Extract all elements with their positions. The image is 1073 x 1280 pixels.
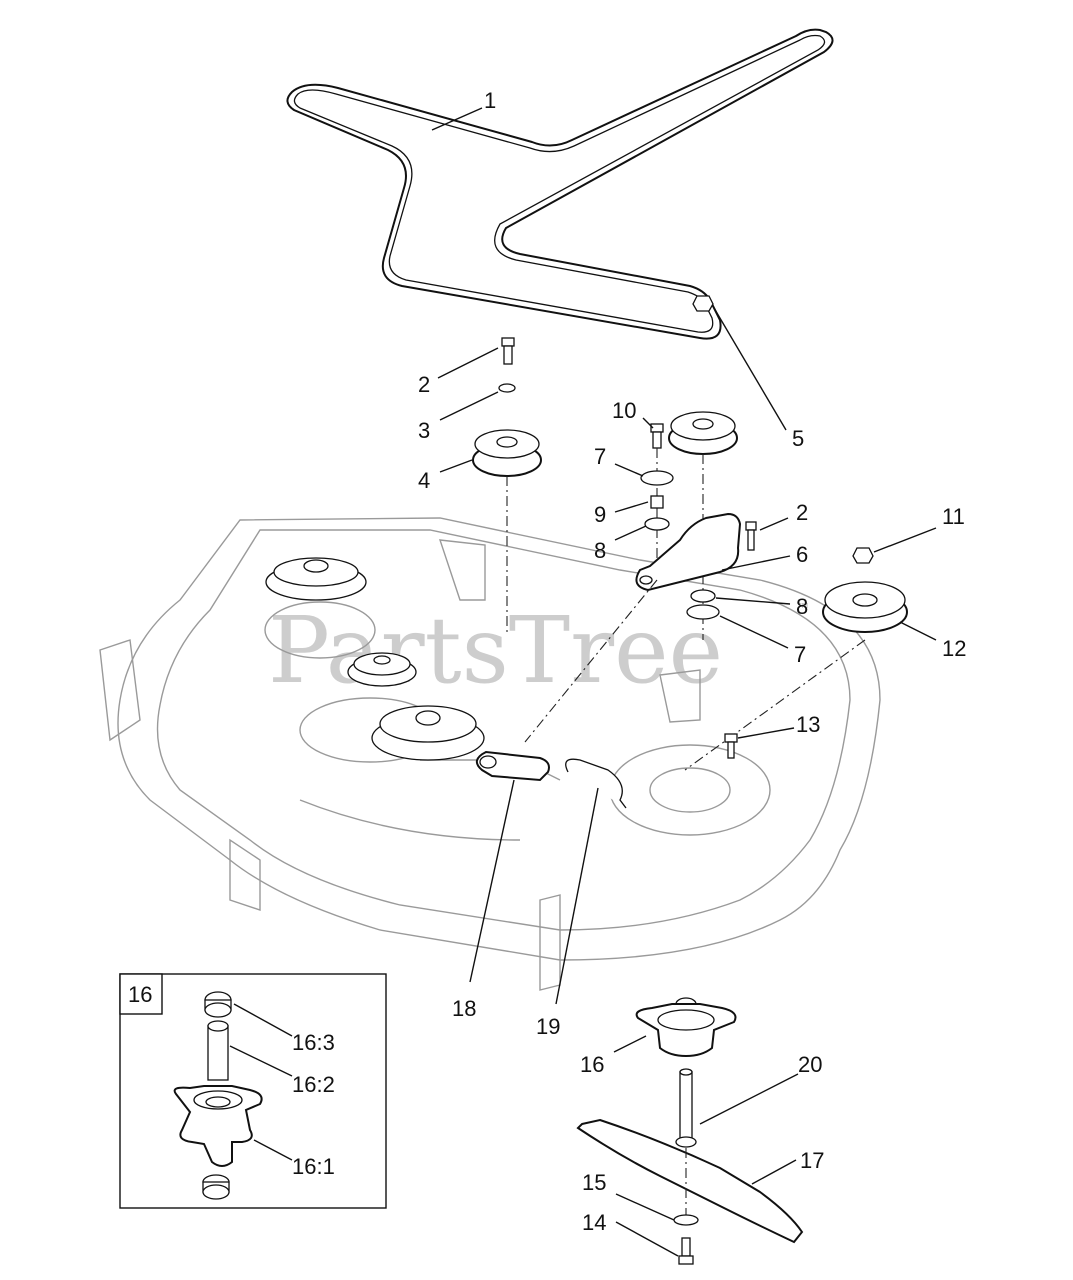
callout-18: 18 bbox=[452, 996, 476, 1021]
callout-7-bottom: 7 bbox=[794, 642, 806, 667]
washer-arm-right[interactable] bbox=[690, 589, 716, 603]
callout-10: 10 bbox=[612, 398, 636, 423]
callout-9: 9 bbox=[594, 502, 606, 527]
drive-belt[interactable] bbox=[286, 28, 834, 340]
inset-bearing-top[interactable] bbox=[204, 991, 232, 1018]
mower-deck bbox=[99, 517, 881, 991]
watermark-trademark: ™ bbox=[796, 600, 809, 615]
spring[interactable] bbox=[475, 750, 550, 782]
callout-7-top: 7 bbox=[594, 444, 606, 469]
spindle-housing[interactable] bbox=[635, 997, 737, 1058]
nut-right[interactable] bbox=[692, 295, 714, 312]
bolt-left[interactable] bbox=[501, 337, 515, 365]
callout-19: 19 bbox=[536, 1014, 560, 1039]
pulley-right[interactable] bbox=[822, 581, 908, 633]
callout-4: 4 bbox=[418, 468, 430, 493]
callout-2-left: 2 bbox=[418, 372, 430, 397]
callout-5: 5 bbox=[792, 426, 804, 451]
deck-pulley-middle bbox=[347, 652, 417, 687]
blade-bolt[interactable] bbox=[678, 1237, 694, 1265]
callout-2-right: 2 bbox=[796, 500, 808, 525]
callout-17: 17 bbox=[800, 1148, 824, 1173]
bolt-deck[interactable] bbox=[724, 733, 738, 759]
idler-arm[interactable] bbox=[635, 512, 742, 592]
callout-16-2: 16:2 bbox=[292, 1072, 335, 1097]
callout-1: 1 bbox=[484, 88, 496, 113]
callout-16-3: 16:3 bbox=[292, 1030, 335, 1055]
deck-pulley-center bbox=[371, 705, 485, 761]
blade[interactable] bbox=[576, 1118, 804, 1244]
washer-top[interactable] bbox=[640, 470, 674, 486]
deck-pulley-left bbox=[265, 557, 367, 601]
washer-bottom[interactable] bbox=[686, 604, 720, 620]
bolt-arm-right[interactable] bbox=[745, 521, 757, 551]
callout-8-left: 8 bbox=[594, 538, 606, 563]
nut-pulley[interactable] bbox=[852, 547, 874, 564]
callout-11: 11 bbox=[942, 504, 965, 529]
spindle-shaft[interactable] bbox=[675, 1068, 697, 1148]
inset-bearing-bottom[interactable] bbox=[202, 1174, 230, 1200]
callout-14: 14 bbox=[582, 1210, 606, 1235]
idler-pulley-left[interactable] bbox=[472, 429, 542, 477]
inset-housing[interactable] bbox=[173, 1085, 263, 1167]
callout-20: 20 bbox=[798, 1052, 822, 1077]
callout-16: 16 bbox=[580, 1052, 604, 1077]
callout-6: 6 bbox=[796, 542, 808, 567]
inset-spacer-tube[interactable] bbox=[207, 1020, 229, 1081]
inset-label: 16 bbox=[128, 982, 152, 1007]
watermark-text: PartsTree bbox=[268, 597, 723, 704]
callout-16-1: 16:1 bbox=[292, 1154, 335, 1179]
callout-15: 15 bbox=[582, 1170, 606, 1195]
callout-3: 3 bbox=[418, 418, 430, 443]
callout-12: 12 bbox=[942, 636, 966, 661]
idler-pulley-right[interactable] bbox=[668, 411, 738, 455]
inset-spindle-detail: 16 16:3 16:2 16:1 bbox=[119, 973, 387, 1209]
spring-hook[interactable] bbox=[565, 758, 627, 809]
blade-washer[interactable] bbox=[673, 1214, 699, 1226]
callout-8-right: 8 bbox=[796, 594, 808, 619]
callout-13: 13 bbox=[796, 712, 820, 737]
washer-arm-left[interactable] bbox=[644, 517, 670, 531]
spacer[interactable] bbox=[650, 495, 664, 509]
washer-left[interactable] bbox=[498, 383, 516, 393]
